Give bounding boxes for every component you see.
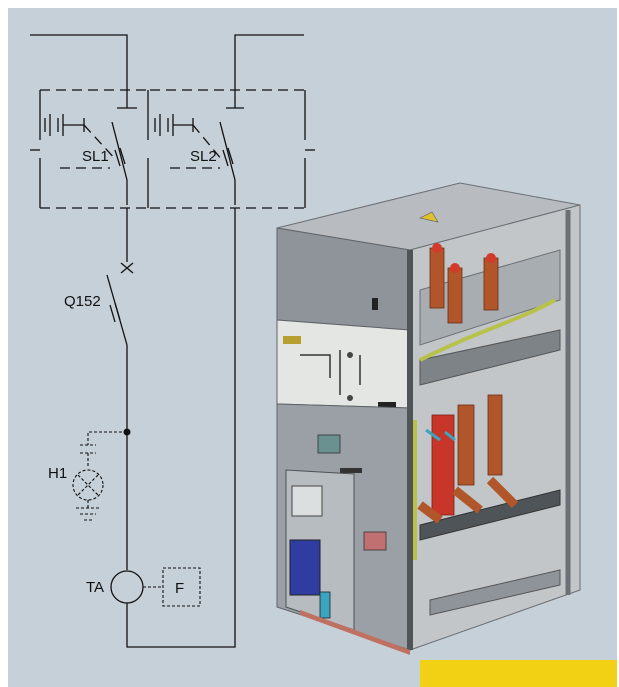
warning-sign <box>419 211 439 223</box>
feeder-line-2 <box>234 34 304 108</box>
single-line-diagram: SL1 SL2 <box>30 34 315 648</box>
breaker-x-mark <box>120 262 134 274</box>
breaker-q152: Q152 <box>64 274 128 430</box>
relay-blue-panel <box>289 539 321 596</box>
floor-rail <box>429 569 561 616</box>
indicator-h1: H1 <box>48 431 127 521</box>
upper-insulators <box>429 243 499 324</box>
base-rail <box>300 610 410 655</box>
function-box-f: F <box>162 567 201 607</box>
sl1-label: SL1 <box>82 148 109 165</box>
breaker-poles <box>417 394 519 524</box>
mimic-diagram <box>300 350 361 395</box>
relay-port <box>319 591 331 619</box>
switch-sl1: SL1 <box>44 114 128 205</box>
accent-bar <box>420 660 617 687</box>
return-line <box>126 208 236 648</box>
feeder-line-1 <box>30 34 128 108</box>
indicator-knob-2 <box>347 395 353 401</box>
q152-label: Q152 <box>64 293 101 310</box>
f-label: F <box>175 580 184 597</box>
relay-handle <box>340 468 362 473</box>
sl2-label: SL2 <box>190 148 217 165</box>
terminal-block-2 <box>363 531 387 551</box>
control-panel <box>276 319 411 409</box>
door-handle <box>372 298 378 310</box>
relay-screen <box>291 485 323 517</box>
terminal-block-1 <box>317 434 341 454</box>
ta-label: TA <box>86 579 104 596</box>
partition-plate <box>419 329 561 386</box>
disconnector-frame <box>30 89 315 209</box>
indicator-knob-1 <box>347 352 353 358</box>
switchgear-cabinet-illustration <box>276 182 581 655</box>
green-busbar <box>413 298 556 560</box>
switch-sl2: SL2 <box>154 114 236 205</box>
panel-label-plate <box>283 336 301 344</box>
h1-label: H1 <box>48 465 67 482</box>
current-transformer-ta: TA <box>86 570 163 604</box>
